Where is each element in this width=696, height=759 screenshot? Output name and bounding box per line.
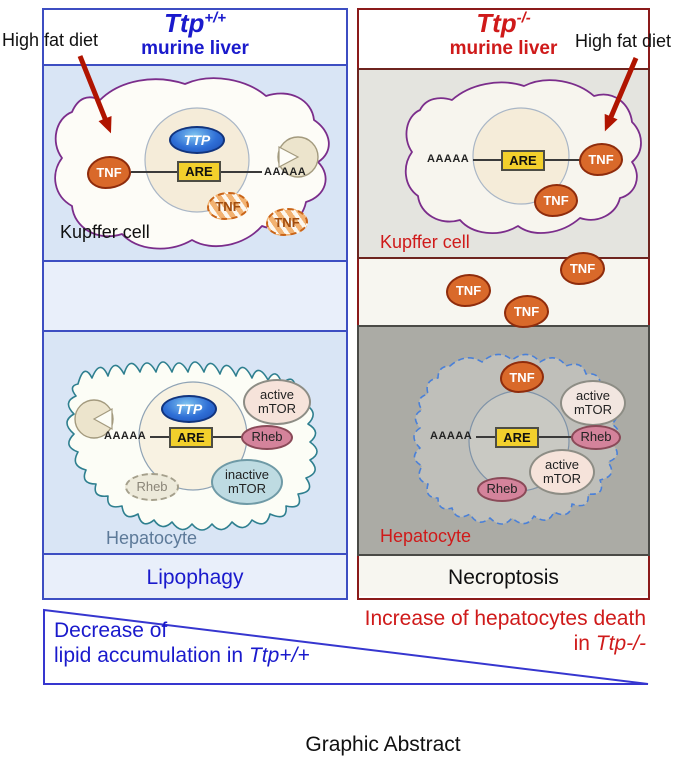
right-genotype-base: Ttp xyxy=(476,8,517,38)
right-subtitle: murine liver xyxy=(449,38,558,59)
active-mtor-oval: active mTOR xyxy=(560,380,626,426)
poly-a-tail: AAAAA xyxy=(104,430,147,442)
left-genotype-sup: +/+ xyxy=(204,9,227,27)
left-subtitle: murine liver xyxy=(141,38,249,59)
active-mtor-oval: active mTOR xyxy=(243,379,311,425)
decrease-line2-prefix: lipid accumulation in xyxy=(54,644,249,668)
kupffer-cell-label-right: Kupffer cell xyxy=(380,232,470,252)
hepatocyte-label-right: Hepatocyte xyxy=(380,526,472,546)
are-element: ARE xyxy=(501,150,545,171)
rheb-oval: Rheb xyxy=(241,425,293,450)
are-element: ARE xyxy=(177,161,221,182)
kupffer-cell-label-left: Kupffer cell xyxy=(60,222,150,242)
figure-caption: Graphic Abstract xyxy=(305,733,461,756)
are-element: ARE xyxy=(169,427,213,448)
high-fat-diet-label-left: High fat diet xyxy=(2,30,99,50)
are-element: ARE xyxy=(495,427,539,448)
increase-gene: Ttp-/- xyxy=(595,632,646,656)
rheb-inactive-oval: Rheb xyxy=(125,473,179,501)
left-genotype-base: Ttp xyxy=(163,8,205,38)
rheb-oval: Rheb xyxy=(477,477,527,502)
active-mtor-oval: active mTOR xyxy=(529,449,595,495)
high-fat-diet-label-right: High fat diet xyxy=(575,31,672,51)
secreted-tnf-blob: TNF xyxy=(504,295,549,328)
rheb-oval: Rheb xyxy=(571,425,621,450)
poly-a-tail: AAAAA xyxy=(430,430,473,442)
right-genotype-title: Ttp-/- xyxy=(357,8,650,39)
outcome-lipophagy: Lipophagy xyxy=(146,566,244,589)
poly-a-tail: AAAAA xyxy=(264,166,307,178)
inactive-mtor-oval: inactive mTOR xyxy=(211,459,283,505)
secreted-tnf-blob: TNF xyxy=(446,274,491,307)
poly-a-tail: AAAAA xyxy=(427,153,470,165)
decrease-line1: Decrease of xyxy=(54,619,168,642)
increase-line2-prefix: in xyxy=(573,632,596,656)
hepatocyte-label-left: Hepatocyte xyxy=(106,528,198,548)
secreted-tnf-blob: TNF xyxy=(560,252,605,285)
right-genotype-sup: -/- xyxy=(516,9,531,27)
ttp-protein: TTP xyxy=(161,395,217,423)
increase-statement: Increase of hepatocytes death in Ttp-/- xyxy=(300,606,646,656)
left-genotype-title: Ttp+/+ xyxy=(42,8,348,39)
ttp-protein: TTP xyxy=(169,126,225,154)
increase-line1: Increase of hepatocytes death xyxy=(364,607,646,630)
decrease-statement: Decrease of lipid accumulation in Ttp+/+ xyxy=(54,618,310,668)
outcome-necroptosis: Necroptosis xyxy=(448,566,559,589)
